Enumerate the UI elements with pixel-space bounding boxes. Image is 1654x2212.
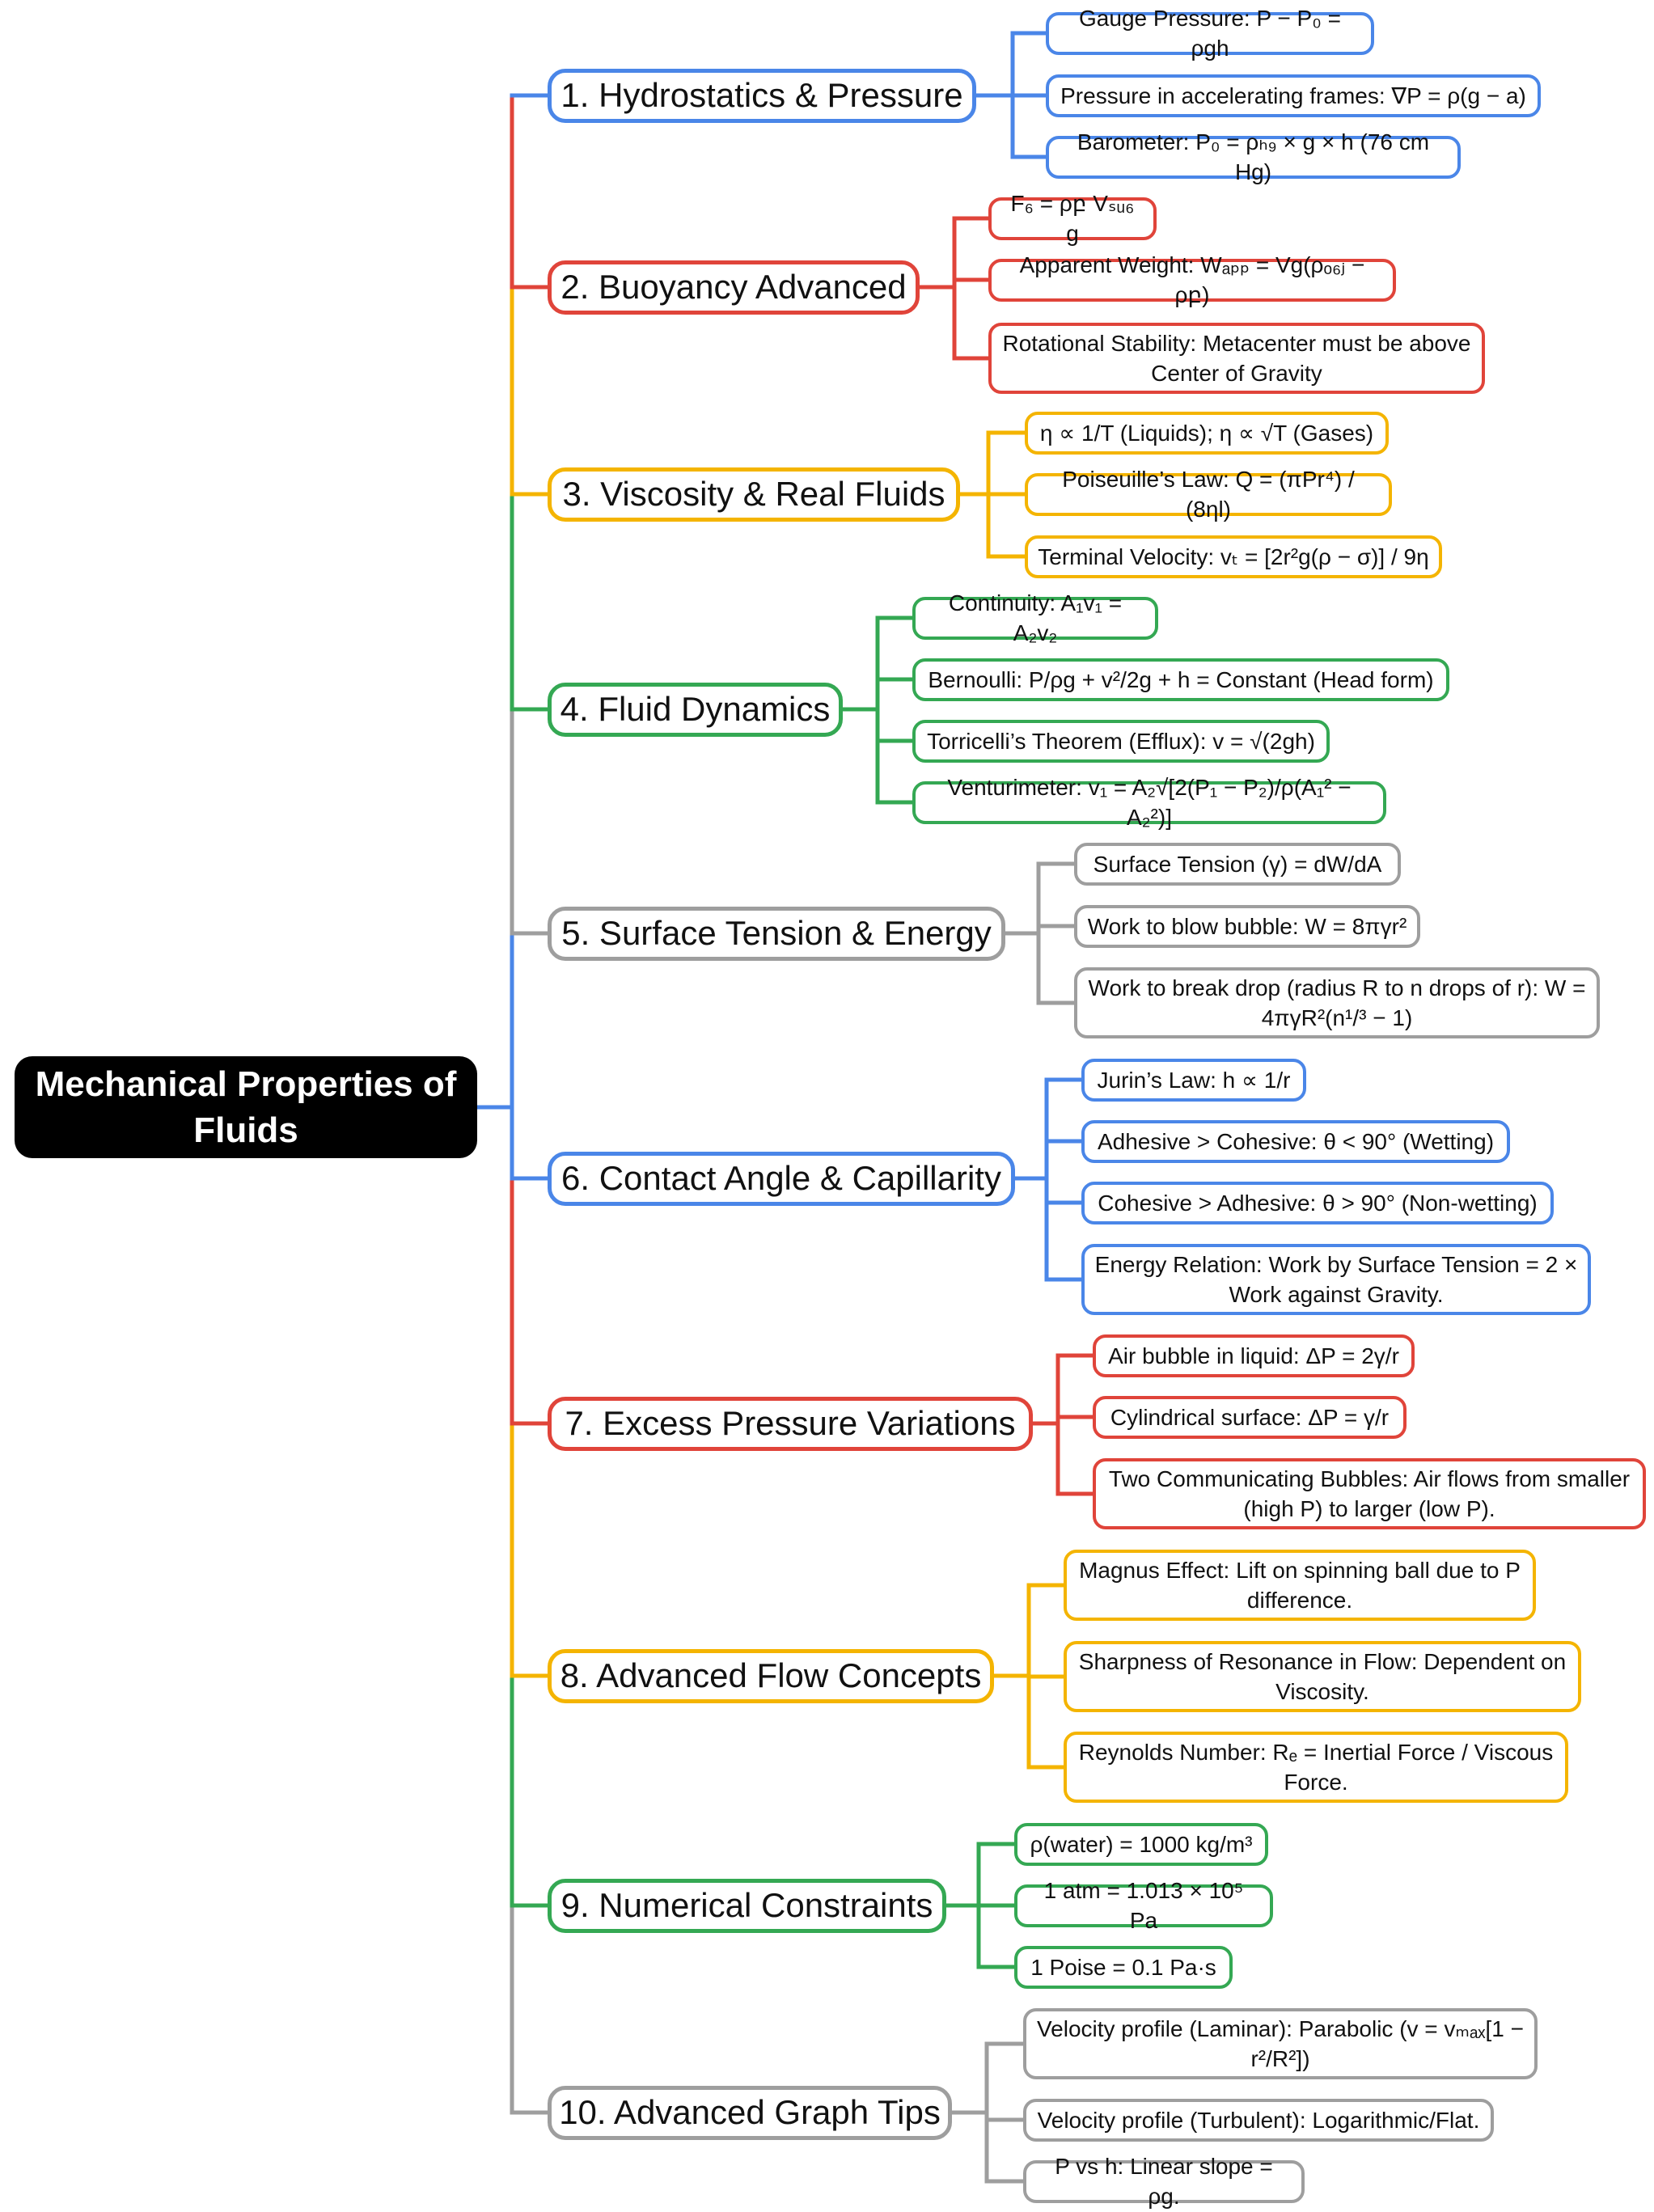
branch-label: 9. Numerical Constraints (560, 1886, 933, 1924)
branch-label: 4. Fluid Dynamics (560, 690, 831, 728)
leaf-node: Velocity profile (Turbulent): Logarithmi… (1023, 2098, 1494, 2142)
leaf-node: Rotational Stability: Metacenter must be… (988, 323, 1485, 394)
branch-label: 3. Viscosity & Real Fluids (562, 475, 945, 513)
leaf-text: Air bubble in liquid: ΔP = 2γ/r (1108, 1343, 1399, 1368)
leaf-node: 1 atm = 1.013 × 10⁵ Pa (1014, 1878, 1273, 1933)
leaf-node: Sharpness of Resonance in Flow: Dependen… (1064, 1641, 1581, 1712)
leaf-node: Poiseuille’s Law: Q = (πPr⁴) / (8ηl) (1025, 467, 1392, 522)
leaf-text: Surface Tension (γ) = dW/dA (1093, 851, 1382, 877)
leaf-text: Jurin’s Law: h ∝ 1/r (1097, 1067, 1291, 1093)
leaf-node: Jurin’s Law: h ∝ 1/r (1081, 1058, 1306, 1102)
leaf-text: Cohesive > Adhesive: θ > 90° (Non-wettin… (1098, 1190, 1538, 1216)
branch-label: 5. Surface Tension & Energy (561, 914, 992, 952)
leaf-text: Two Communicating Bubbles: Air flows fro… (1108, 1466, 1631, 1521)
leaf-text: Terminal Velocity: vₜ = [2r²g(ρ − σ)] / … (1038, 543, 1429, 569)
leaf-node: 1 Poise = 0.1 Pa·s (1014, 1945, 1233, 1989)
leaf-node: P vs h: Linear slope = ρg. (1023, 2154, 1305, 2209)
branch-hydrostatics-pressure: 1. Hydrostatics & Pressure (548, 68, 976, 123)
leaf-node: Adhesive > Cohesive: θ < 90° (Wetting) (1081, 1119, 1510, 1163)
leaf-node: F₆ = ρբ Vₛᵤ₆ g (988, 191, 1157, 246)
leaf-text: η ∝ 1/T (Liquids); η ∝ √T (Gases) (1039, 420, 1374, 446)
leaf-text: ρ(water) = 1000 kg/m³ (1030, 1831, 1253, 1857)
leaf-node: Air bubble in liquid: ΔP = 2γ/r (1093, 1334, 1415, 1377)
root-node: Mechanical Properties of Fluids (15, 1056, 477, 1158)
branch-fluid-dynamics: 4. Fluid Dynamics (548, 682, 843, 737)
branch-advanced-graph-tips: 10. Advanced Graph Tips (548, 2085, 952, 2140)
leaf-text: P vs h: Linear slope = ρg. (1055, 2154, 1273, 2209)
branch-numerical-constraints: 9. Numerical Constraints (548, 1878, 946, 1933)
leaf-node: Work to break drop (radius R to n drops … (1074, 967, 1600, 1038)
leaf-node: Energy Relation: Work by Surface Tension… (1081, 1244, 1591, 1315)
leaf-node: Barometer: P₀ = ρₕ₉ × g × h (76 cm Hg) (1046, 129, 1461, 184)
branch-label: 8. Advanced Flow Concepts (560, 1656, 982, 1694)
leaf-text: Cylindrical surface: ΔP = γ/r (1110, 1404, 1390, 1430)
branch-advanced-flow-concepts: 8. Advanced Flow Concepts (548, 1648, 994, 1703)
leaf-node: Terminal Velocity: vₜ = [2r²g(ρ − σ)] / … (1025, 535, 1442, 578)
leaf-node: ρ(water) = 1000 kg/m³ (1014, 1822, 1268, 1866)
leaf-node: Magnus Effect: Lift on spinning ball due… (1064, 1550, 1536, 1621)
branch-buoyancy-advanced: 2. Buoyancy Advanced (548, 260, 920, 315)
leaf-node: Torricelli’s Theorem (Efflux): v = √(2gh… (912, 719, 1330, 763)
leaf-node: Cohesive > Adhesive: θ > 90° (Non-wettin… (1081, 1181, 1554, 1224)
branch-label: 2. Buoyancy Advanced (560, 268, 907, 306)
leaf-node: Velocity profile (Laminar): Parabolic (v… (1023, 2008, 1538, 2079)
leaf-node: Reynolds Number: Rₑ = Inertial Force / V… (1064, 1732, 1568, 1803)
leaf-node: Pressure in accelerating frames: ∇P = ρ(… (1046, 74, 1541, 117)
leaf-text: Reynolds Number: Rₑ = Inertial Force / V… (1078, 1740, 1554, 1795)
leaf-text: Work to blow bubble: W = 8πγr² (1087, 913, 1407, 939)
leaf-node: Work to blow bubble: W = 8πγr² (1074, 904, 1420, 948)
branch-surface-tension-energy: 5. Surface Tension & Energy (548, 906, 1005, 961)
leaf-text: Velocity profile (Turbulent): Logarithmi… (1037, 2107, 1480, 2133)
branch-viscosity-real-fluids: 3. Viscosity & Real Fluids (548, 467, 960, 522)
leaf-text: Adhesive > Cohesive: θ < 90° (Wetting) (1097, 1128, 1495, 1154)
leaf-node: η ∝ 1/T (Liquids); η ∝ √T (Gases) (1025, 411, 1389, 455)
leaf-text: Apparent Weight: Wₐₚₚ = Vg(ρₒ₆ⱼ − ρբ) (1019, 252, 1365, 307)
leaf-text: Bernoulli: P/ρg + v²/2g + h = Constant (… (928, 666, 1434, 692)
leaf-text: 1 atm = 1.013 × 10⁵ Pa (1043, 1878, 1244, 1933)
leaf-text: Work to break drop (radius R to n drops … (1088, 975, 1586, 1030)
branch-label: 7. Excess Pressure Variations (565, 1404, 1016, 1442)
leaf-text: Continuity: A₁v₁ = A₂v₂ (948, 590, 1123, 645)
branch-excess-pressure-variations: 7. Excess Pressure Variations (548, 1396, 1033, 1451)
leaf-text: Velocity profile (Laminar): Parabolic (v… (1037, 2016, 1524, 2071)
branch-contact-angle-capillarity: 6. Contact Angle & Capillarity (548, 1151, 1015, 1206)
branch-label: 6. Contact Angle & Capillarity (561, 1159, 1001, 1197)
leaf-node: Bernoulli: P/ρg + v²/2g + h = Constant (… (912, 658, 1449, 701)
leaf-text: Sharpness of Resonance in Flow: Dependen… (1078, 1649, 1567, 1704)
leaf-text: Barometer: P₀ = ρₕ₉ × g × h (76 cm Hg) (1077, 129, 1430, 184)
branch-label: 1. Hydrostatics & Pressure (560, 76, 963, 114)
leaf-node: Continuity: A₁v₁ = A₂v₂ (912, 590, 1158, 645)
leaf-text: F₆ = ρբ Vₛᵤ₆ g (1010, 191, 1135, 246)
leaf-text: Torricelli’s Theorem (Efflux): v = √(2gh… (927, 728, 1315, 754)
leaf-node: Two Communicating Bubbles: Air flows fro… (1093, 1458, 1646, 1529)
branch-label: 10. Advanced Graph Tips (559, 2093, 941, 2131)
leaf-node: Surface Tension (γ) = dW/dA (1074, 842, 1401, 886)
leaf-node: Cylindrical surface: ΔP = γ/r (1093, 1395, 1407, 1439)
root-label: Mechanical Properties of Fluids (35, 1064, 457, 1150)
leaf-text: Rotational Stability: Metacenter must be… (1002, 331, 1471, 386)
leaf-text: Magnus Effect: Lift on spinning ball due… (1079, 1558, 1521, 1613)
leaf-node: Gauge Pressure: P − P₀ = ρgh (1046, 6, 1374, 61)
leaf-text: Venturimeter: v₁ = A₂√[2(P₁ − P₂)/ρ(A₁² … (947, 775, 1352, 830)
leaf-text: Poiseuille’s Law: Q = (πPr⁴) / (8ηl) (1062, 467, 1355, 522)
leaf-node: Venturimeter: v₁ = A₂√[2(P₁ − P₂)/ρ(A₁² … (912, 775, 1386, 830)
leaf-text: 1 Poise = 0.1 Pa·s (1030, 1954, 1216, 1980)
leaf-node: Apparent Weight: Wₐₚₚ = Vg(ρₒ₆ⱼ − ρբ) (988, 252, 1396, 307)
leaf-text: Gauge Pressure: P − P₀ = ρgh (1079, 6, 1341, 61)
leaf-text: Pressure in accelerating frames: ∇P = ρ(… (1060, 82, 1526, 108)
leaf-text: Energy Relation: Work by Surface Tension… (1094, 1252, 1578, 1307)
